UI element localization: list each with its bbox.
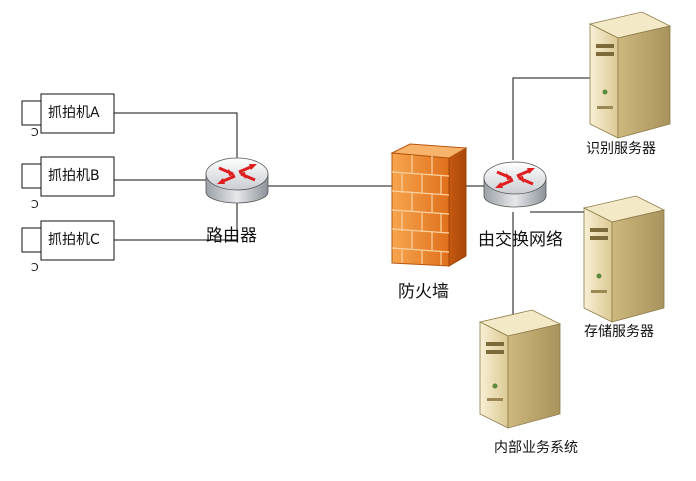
router-icon: [205, 157, 269, 204]
firewall-icon: [390, 143, 468, 267]
recognition-server-label: 识别服务器: [586, 141, 656, 157]
link-camera-a-router: [114, 112, 238, 160]
link-camera-c-router: [114, 200, 238, 241]
connection-lines: [114, 77, 608, 318]
storage-server: [582, 195, 666, 323]
camera-lens-icon: [21, 227, 42, 253]
svg-text:Ↄ: Ↄ: [31, 261, 39, 274]
switch-label: 由交换网络: [478, 230, 563, 250]
camera-c-label: 抓拍机C: [48, 232, 100, 248]
camera-lens-icon: [21, 100, 42, 126]
camera-b-label: 抓拍机B: [48, 168, 100, 184]
storage-server-label: 存储服务器: [584, 324, 654, 340]
camera-icon: [40, 156, 115, 197]
internal-system-server: [478, 309, 562, 429]
camera-b: Ↄ: [21, 156, 115, 211]
recognition-server: [588, 11, 672, 139]
server-icon: [478, 309, 562, 429]
camera-a: Ↄ: [21, 93, 115, 139]
camera-lens-icon: [21, 163, 42, 189]
server-icon: [588, 11, 672, 139]
camera-c: Ↄ: [21, 220, 115, 274]
link-switch-recognition: [512, 77, 590, 160]
camera-a-label: 抓拍机A: [48, 105, 100, 121]
router-label: 路由器: [206, 226, 257, 246]
svg-text:Ↄ: Ↄ: [31, 198, 39, 211]
internal-system-label: 内部业务系统: [494, 440, 578, 456]
firewall-label: 防火墙: [398, 282, 449, 302]
switch-icon: [483, 161, 547, 208]
svg-text:Ↄ: Ↄ: [31, 126, 39, 139]
server-icon: [582, 195, 666, 323]
